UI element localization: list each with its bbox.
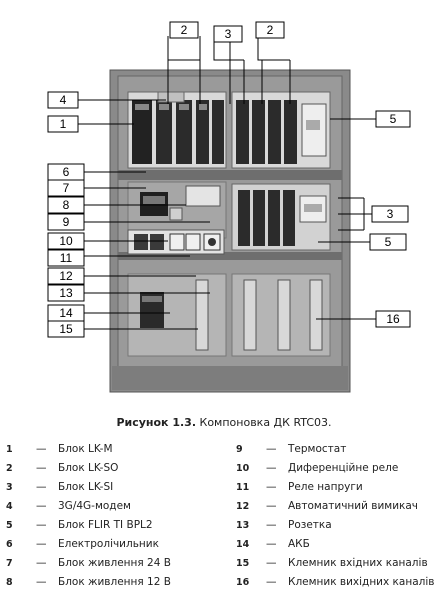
legend-item: 12—Автоматичний вимикач — [236, 500, 418, 512]
legend-item: 15—Клемник вхідних каналів — [236, 557, 428, 569]
figure-caption: Рисунок 1.3. Компоновка ДК RTC03. — [0, 416, 448, 429]
callout-box-12: 12 — [47, 267, 85, 285]
svg-text:12: 12 — [59, 269, 73, 283]
legend-item: 13—Розетка — [236, 519, 332, 531]
svg-text:7: 7 — [63, 181, 70, 195]
middle-right-area — [231, 183, 331, 251]
legend-item: 1—Блок LK-M — [6, 443, 113, 455]
callout-box-6: 6 — [47, 163, 85, 181]
svg-text:1: 1 — [60, 117, 67, 131]
callout-box-14: 14 — [47, 304, 85, 322]
middle-left-area — [127, 181, 227, 239]
top-left-module-group — [127, 91, 227, 169]
legend-item: 6—Електролічильник — [6, 538, 159, 550]
caption-prefix: Рисунок 1.3. — [116, 416, 197, 429]
lower-right-terminal-area — [231, 273, 331, 357]
callout-box-2-right: 2 — [255, 21, 285, 39]
callout-box-5-top: 5 — [375, 110, 411, 128]
svg-text:2: 2 — [181, 23, 188, 37]
legend-item: 10—Диференційне реле — [236, 462, 399, 474]
callout-box-8: 8 — [47, 196, 85, 214]
svg-text:5: 5 — [385, 235, 392, 249]
svg-text:16: 16 — [386, 312, 400, 326]
svg-text:8: 8 — [63, 198, 70, 212]
svg-text:11: 11 — [60, 251, 73, 265]
cabinet-layout-figure: 4 1 2 3 2 5 6 7 8 9 3 5 10 11 12 13 14 1… — [47, 21, 411, 393]
legend-item: 3—Блок LK-SI — [6, 481, 114, 493]
svg-text:5: 5 — [390, 112, 397, 126]
cabinet-bottom — [112, 366, 348, 390]
callout-box-15: 15 — [47, 320, 85, 338]
legend-item: 7—Блок живлення 24 В — [6, 557, 171, 569]
din-rail-2 — [118, 252, 342, 260]
callout-box-4: 4 — [47, 91, 79, 109]
callout-box-3-top: 3 — [213, 25, 243, 43]
svg-text:6: 6 — [63, 165, 70, 179]
callout-box-10: 10 — [47, 232, 85, 250]
callout-box-3-right: 3 — [371, 205, 409, 223]
callout-box-2-left: 2 — [169, 21, 199, 39]
lower-left-terminal-area — [127, 273, 227, 357]
svg-text:3: 3 — [387, 207, 394, 221]
legend-item: 14—АКБ — [236, 538, 310, 550]
callout-box-1: 1 — [47, 115, 79, 133]
callout-box-16: 16 — [375, 310, 411, 328]
svg-text:4: 4 — [60, 93, 67, 107]
breakers-row — [127, 229, 225, 255]
callout-box-13: 13 — [47, 284, 85, 302]
legend-item: 4—3G/4G-модем — [6, 500, 131, 512]
callout-box-9: 9 — [47, 213, 85, 231]
legend-item: 9—Термостат — [236, 443, 347, 455]
top-right-module-group — [231, 91, 331, 169]
callout-box-7: 7 — [47, 179, 85, 197]
legend-item: 16—Клемник вихідних каналів — [236, 576, 435, 588]
svg-text:14: 14 — [59, 306, 73, 320]
legend-item: 5—Блок FLIR TI BPL2 — [6, 519, 153, 531]
legend-item: 2—Блок LK-SO — [6, 462, 119, 474]
caption-text: Компоновка ДК RTC03. — [199, 416, 332, 429]
legend-item: 8—Блок живлення 12 В — [6, 576, 171, 588]
svg-text:2: 2 — [267, 23, 274, 37]
svg-text:15: 15 — [59, 322, 73, 336]
svg-text:10: 10 — [59, 234, 73, 248]
din-rail-1 — [118, 170, 342, 180]
callout-box-5-right: 5 — [369, 233, 407, 251]
callout-box-11: 11 — [47, 249, 85, 267]
svg-text:9: 9 — [63, 215, 70, 229]
svg-text:3: 3 — [225, 27, 232, 41]
svg-text:13: 13 — [59, 286, 73, 300]
leader-lines — [78, 36, 376, 330]
legend-item: 11—Реле напруги — [236, 481, 363, 493]
